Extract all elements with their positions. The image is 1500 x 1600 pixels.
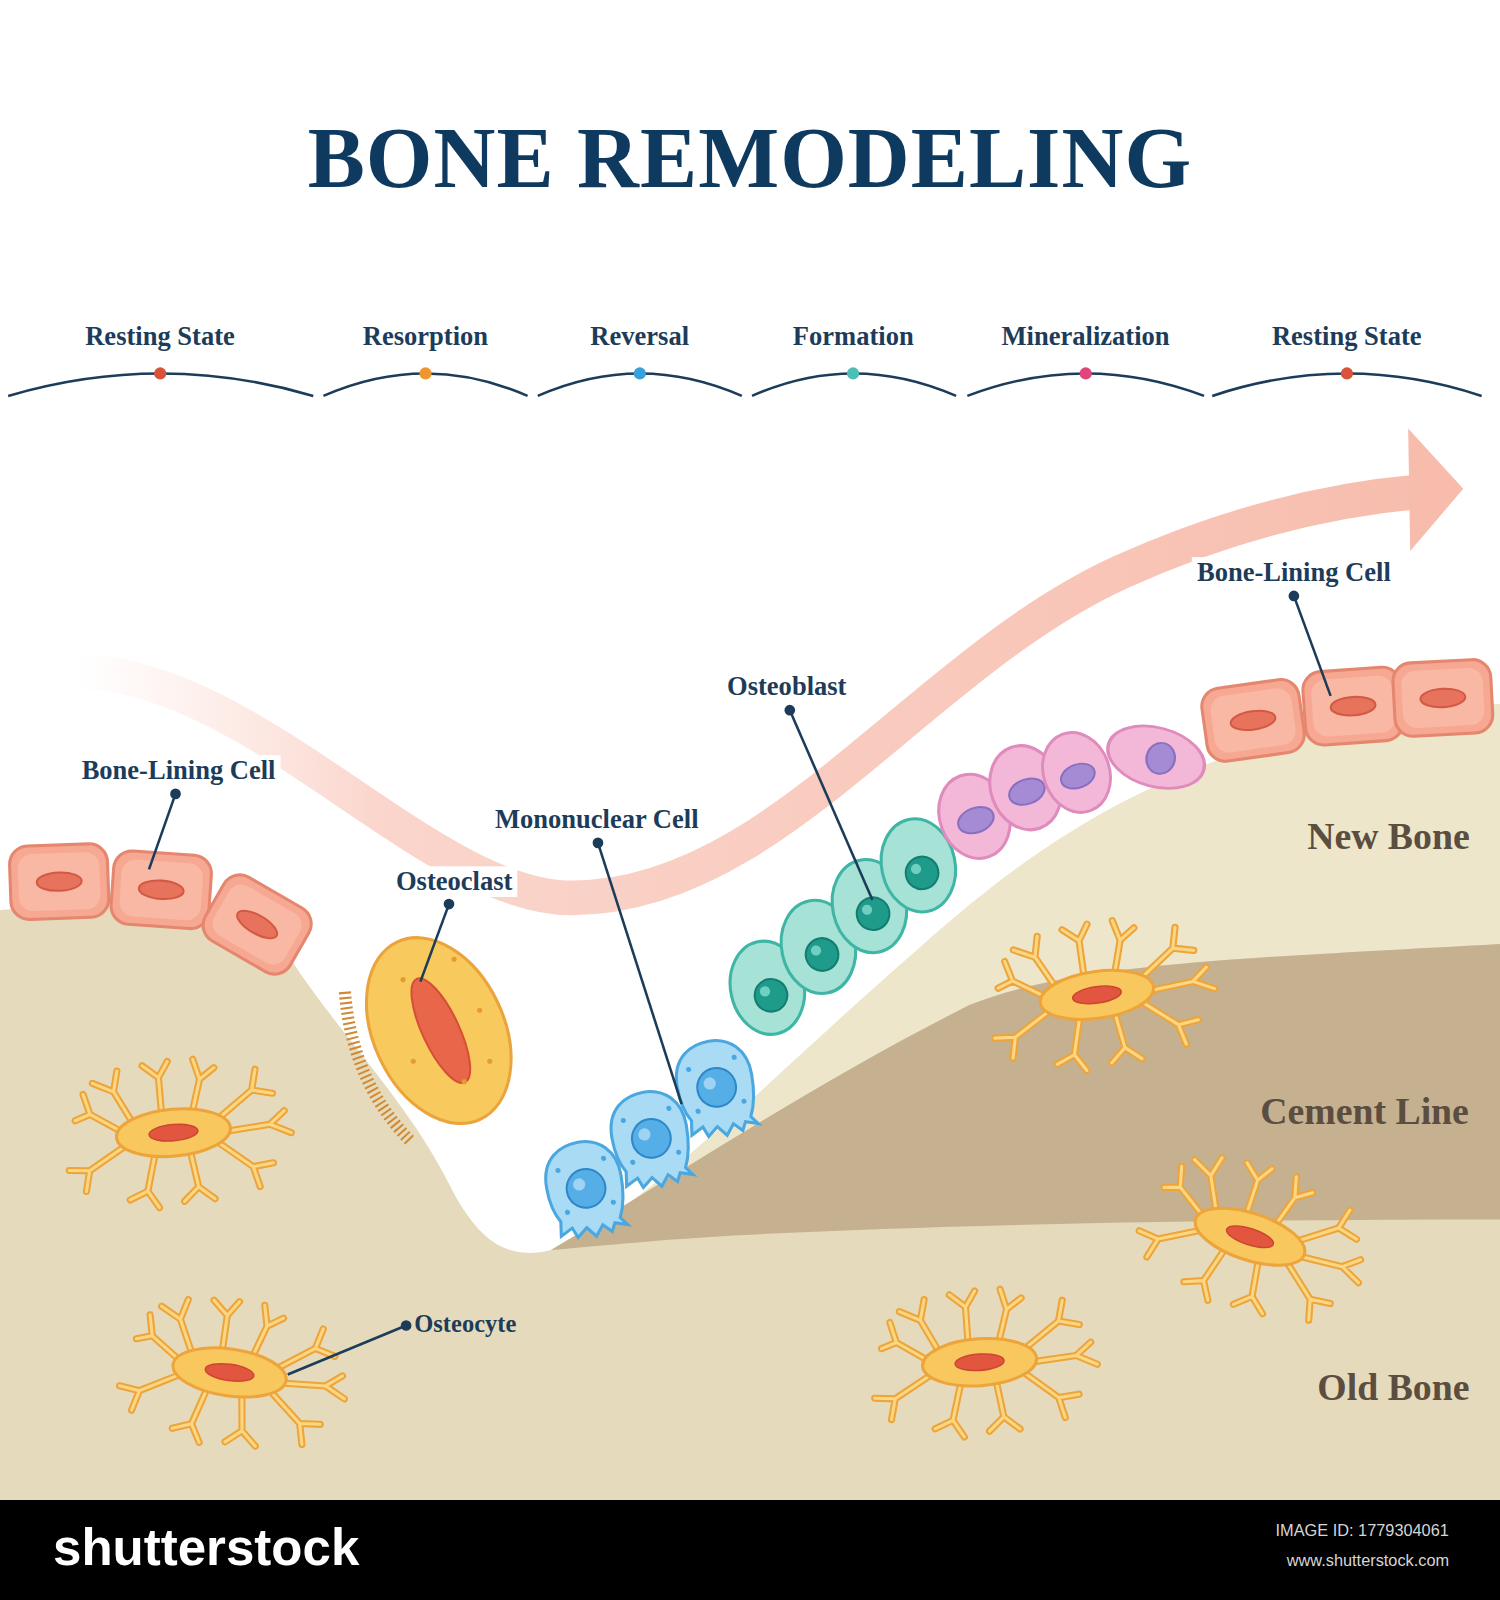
bone-lining-cell — [1199, 677, 1306, 763]
title: BONE REMODELING — [308, 109, 1192, 208]
layer-label: Old Bone — [1317, 1366, 1469, 1409]
leader-lines — [149, 592, 1331, 1375]
stage-label: Resting State — [1272, 321, 1422, 352]
layer-label-holder: Cement Line — [1260, 1090, 1469, 1133]
osteocyte — [61, 1051, 297, 1215]
stage-label-holder: Resting State — [85, 321, 235, 352]
watermark-logo: shutterstock — [53, 1519, 359, 1578]
cell-label: Bone-Lining Cell — [77, 755, 281, 786]
mineralizing-cell — [1032, 723, 1122, 822]
osteocyte — [868, 1283, 1102, 1443]
footer-bar — [0, 1500, 1500, 1600]
cell-label-holder: Mononuclear Cell — [490, 804, 704, 835]
stage-label-holder: Reversal — [590, 321, 689, 352]
stage-label: Mineralization — [1002, 321, 1170, 352]
layer-label: New Bone — [1307, 815, 1470, 858]
stage-label-holder: Formation — [793, 321, 914, 352]
stage-label: Resorption — [363, 321, 488, 352]
process-arrow — [77, 492, 1419, 898]
cell-label: Osteocyte — [414, 1310, 516, 1338]
cell-label-holder: Bone-Lining Cell — [1192, 557, 1396, 588]
timeline — [8, 373, 1481, 395]
cell-label-holder: Bone-Lining Cell — [77, 755, 281, 786]
new-bone — [551, 704, 1500, 1250]
osteocyte — [1125, 1136, 1383, 1343]
watermark-url: www.shutterstock.com — [1287, 1552, 1449, 1571]
stage-label-holder: Mineralization — [1002, 321, 1170, 352]
cell-label: Bone-Lining Cell — [1192, 557, 1396, 588]
stage-label: Resting State — [85, 321, 235, 352]
timeline-dots — [154, 367, 1353, 379]
cell-label-holder: Osteocyte — [414, 1310, 516, 1338]
stage-label-holder: Resting State — [1272, 321, 1422, 352]
title-holder: BONE REMODELING — [308, 109, 1192, 208]
cell-label-holder: Osteoclast — [391, 866, 518, 897]
bone-lining-cell — [1302, 666, 1405, 746]
stage-label: Reversal — [590, 321, 689, 352]
bone-lining-cell — [1392, 659, 1494, 737]
process-arrowhead — [1408, 429, 1463, 551]
watermark-id: IMAGE ID: 1779304061 — [1276, 1521, 1449, 1540]
osteoclast-cell — [338, 914, 539, 1147]
layer-label-holder: New Bone — [1307, 815, 1470, 858]
mineralizing-cell — [1101, 716, 1211, 798]
cell-label: Mononuclear Cell — [490, 804, 704, 835]
osteocyte — [981, 908, 1223, 1083]
watermark-url-holder: www.shutterstock.com — [1287, 1552, 1449, 1571]
cell-label: Osteoblast — [722, 671, 852, 702]
bone-lining-cell — [110, 850, 213, 930]
stage-label-holder: Resorption — [363, 321, 488, 352]
layer-label-holder: Old Bone — [1317, 1366, 1469, 1409]
cell-label: Osteoclast — [391, 866, 518, 897]
mononuclear-cell — [670, 1035, 761, 1143]
layer-label: Cement Line — [1260, 1090, 1469, 1133]
osteocyte — [113, 1287, 355, 1462]
stage-label: Formation — [793, 321, 914, 352]
watermark-logo-holder: shutterstock — [53, 1519, 359, 1578]
cell-label-holder: Osteoblast — [722, 671, 852, 702]
watermark-id-holder: IMAGE ID: 1779304061 — [1276, 1521, 1449, 1540]
bone-lining-cell — [196, 868, 318, 981]
bone-lining-cell — [9, 843, 109, 920]
